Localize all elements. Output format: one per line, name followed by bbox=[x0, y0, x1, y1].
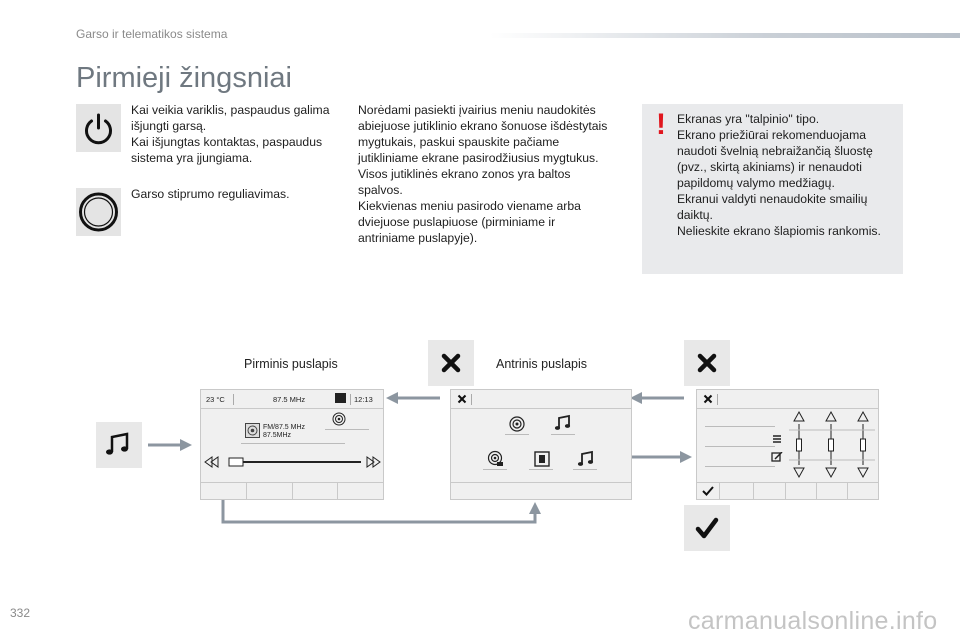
close-button-primary[interactable] bbox=[428, 340, 474, 386]
menu-instructions: Norėdami pasiekti įvairius meniu naudoki… bbox=[358, 103, 608, 245]
station-name: FM/87.5 MHz bbox=[263, 424, 306, 431]
secondary-page-screen bbox=[450, 389, 632, 500]
close-icon[interactable] bbox=[703, 394, 713, 404]
music-note-icon[interactable] bbox=[554, 414, 572, 432]
station-logo-icon bbox=[245, 423, 260, 438]
watermark: carmanualsonline.info bbox=[688, 607, 938, 635]
primary-page-screen: 23 °C 87.5 MHz 12:13 FM/87.5 MHz 87.5MHz bbox=[200, 389, 384, 500]
power-button-illustration bbox=[76, 104, 121, 152]
checkmark-icon[interactable] bbox=[702, 485, 714, 496]
warning-exclamation-icon: ! bbox=[656, 108, 666, 141]
close-button-secondary[interactable] bbox=[684, 340, 730, 386]
power-icon bbox=[85, 113, 112, 145]
music-note-icon bbox=[106, 432, 129, 455]
volume-knob-illustration bbox=[76, 188, 121, 236]
list-icon[interactable] bbox=[771, 434, 783, 444]
volume-knob-icon bbox=[79, 192, 118, 232]
close-icon bbox=[441, 353, 461, 373]
primary-page-label: Pirminis puslapis bbox=[244, 357, 338, 371]
playlist-icon bbox=[335, 393, 346, 403]
radio-settings-icon[interactable] bbox=[487, 450, 505, 468]
clock-readout: 12:13 bbox=[354, 395, 373, 404]
page-number: 332 bbox=[10, 606, 31, 620]
warning-box bbox=[642, 104, 903, 274]
equalizer-sliders[interactable] bbox=[789, 410, 875, 480]
warning-text: Ekranas yra "talpinio" tipo. Ekrano prie… bbox=[677, 112, 881, 238]
settings-page-screen bbox=[696, 389, 879, 500]
checkmark-icon bbox=[695, 517, 719, 539]
media-menu-button[interactable] bbox=[96, 422, 142, 468]
station-frequency: 87.5MHz bbox=[263, 432, 292, 439]
close-icon bbox=[697, 353, 717, 373]
header-rule bbox=[490, 33, 960, 38]
power-description: Kai veikia variklis, paspaudus galima iš… bbox=[131, 103, 330, 165]
confirm-button[interactable] bbox=[684, 505, 730, 551]
music-settings-icon[interactable] bbox=[577, 450, 595, 468]
radio-signal-icon[interactable] bbox=[332, 412, 346, 426]
close-icon[interactable] bbox=[457, 394, 467, 404]
temperature-readout: 23 °C bbox=[206, 395, 225, 404]
status-bar bbox=[201, 390, 383, 409]
volume-description: Garso stiprumo reguliavimas. bbox=[131, 187, 290, 201]
frequency-slider[interactable] bbox=[201, 454, 383, 470]
section-header: Garso ir telematikos sistema bbox=[76, 27, 228, 41]
radio-signal-icon[interactable] bbox=[509, 416, 525, 432]
secondary-page-label: Antrinis puslapis bbox=[496, 357, 588, 371]
edit-icon[interactable] bbox=[771, 452, 783, 462]
page-title: Pirmieji žingsniai bbox=[76, 62, 292, 94]
frequency-readout: 87.5 MHz bbox=[273, 395, 306, 404]
contact-card-icon[interactable] bbox=[533, 450, 551, 468]
